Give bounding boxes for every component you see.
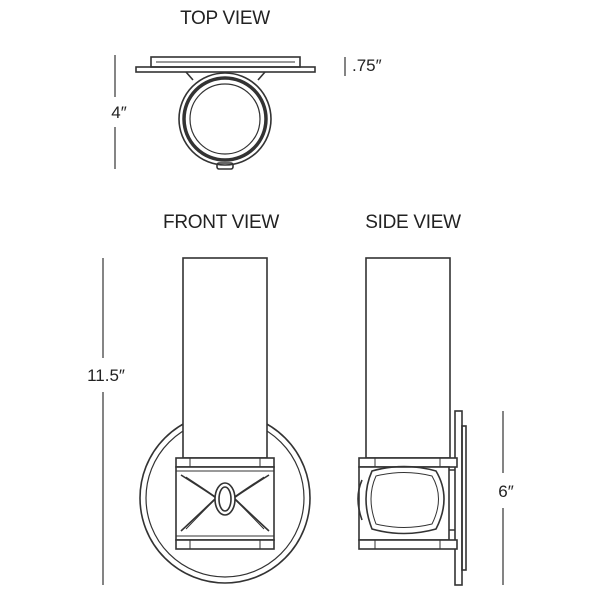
front-view-glass-shade xyxy=(182,257,268,459)
side-view-backplate-dimension: 6″ xyxy=(498,411,514,585)
front-view-height-label: 11.5″ xyxy=(87,366,125,385)
top-view: TOP VIEW 4″ .75″ xyxy=(111,8,382,170)
front-view: FRONT VIEW xyxy=(87,212,311,585)
side-view-band xyxy=(357,457,458,550)
top-view-ring xyxy=(178,71,272,170)
top-view-depth-dimension: 4″ xyxy=(111,55,127,169)
front-view-title: FRONT VIEW xyxy=(163,212,279,233)
side-view-backplate-label: 6″ xyxy=(498,482,513,501)
front-view-band xyxy=(175,457,275,550)
top-view-title: TOP VIEW xyxy=(180,8,270,29)
top-view-mounting-plate xyxy=(135,56,316,73)
top-view-depth-label: 4″ xyxy=(111,103,126,122)
side-view-backplate xyxy=(454,410,467,586)
front-view-height-dimension: 11.5″ xyxy=(87,258,125,585)
side-view-glass-shade xyxy=(365,257,451,459)
side-view: SIDE VIEW 6″ xyxy=(357,212,514,586)
side-view-title: SIDE VIEW xyxy=(365,212,461,233)
top-view-plate-label: .75″ xyxy=(352,56,382,75)
top-view-plate-dimension: .75″ xyxy=(344,56,382,76)
